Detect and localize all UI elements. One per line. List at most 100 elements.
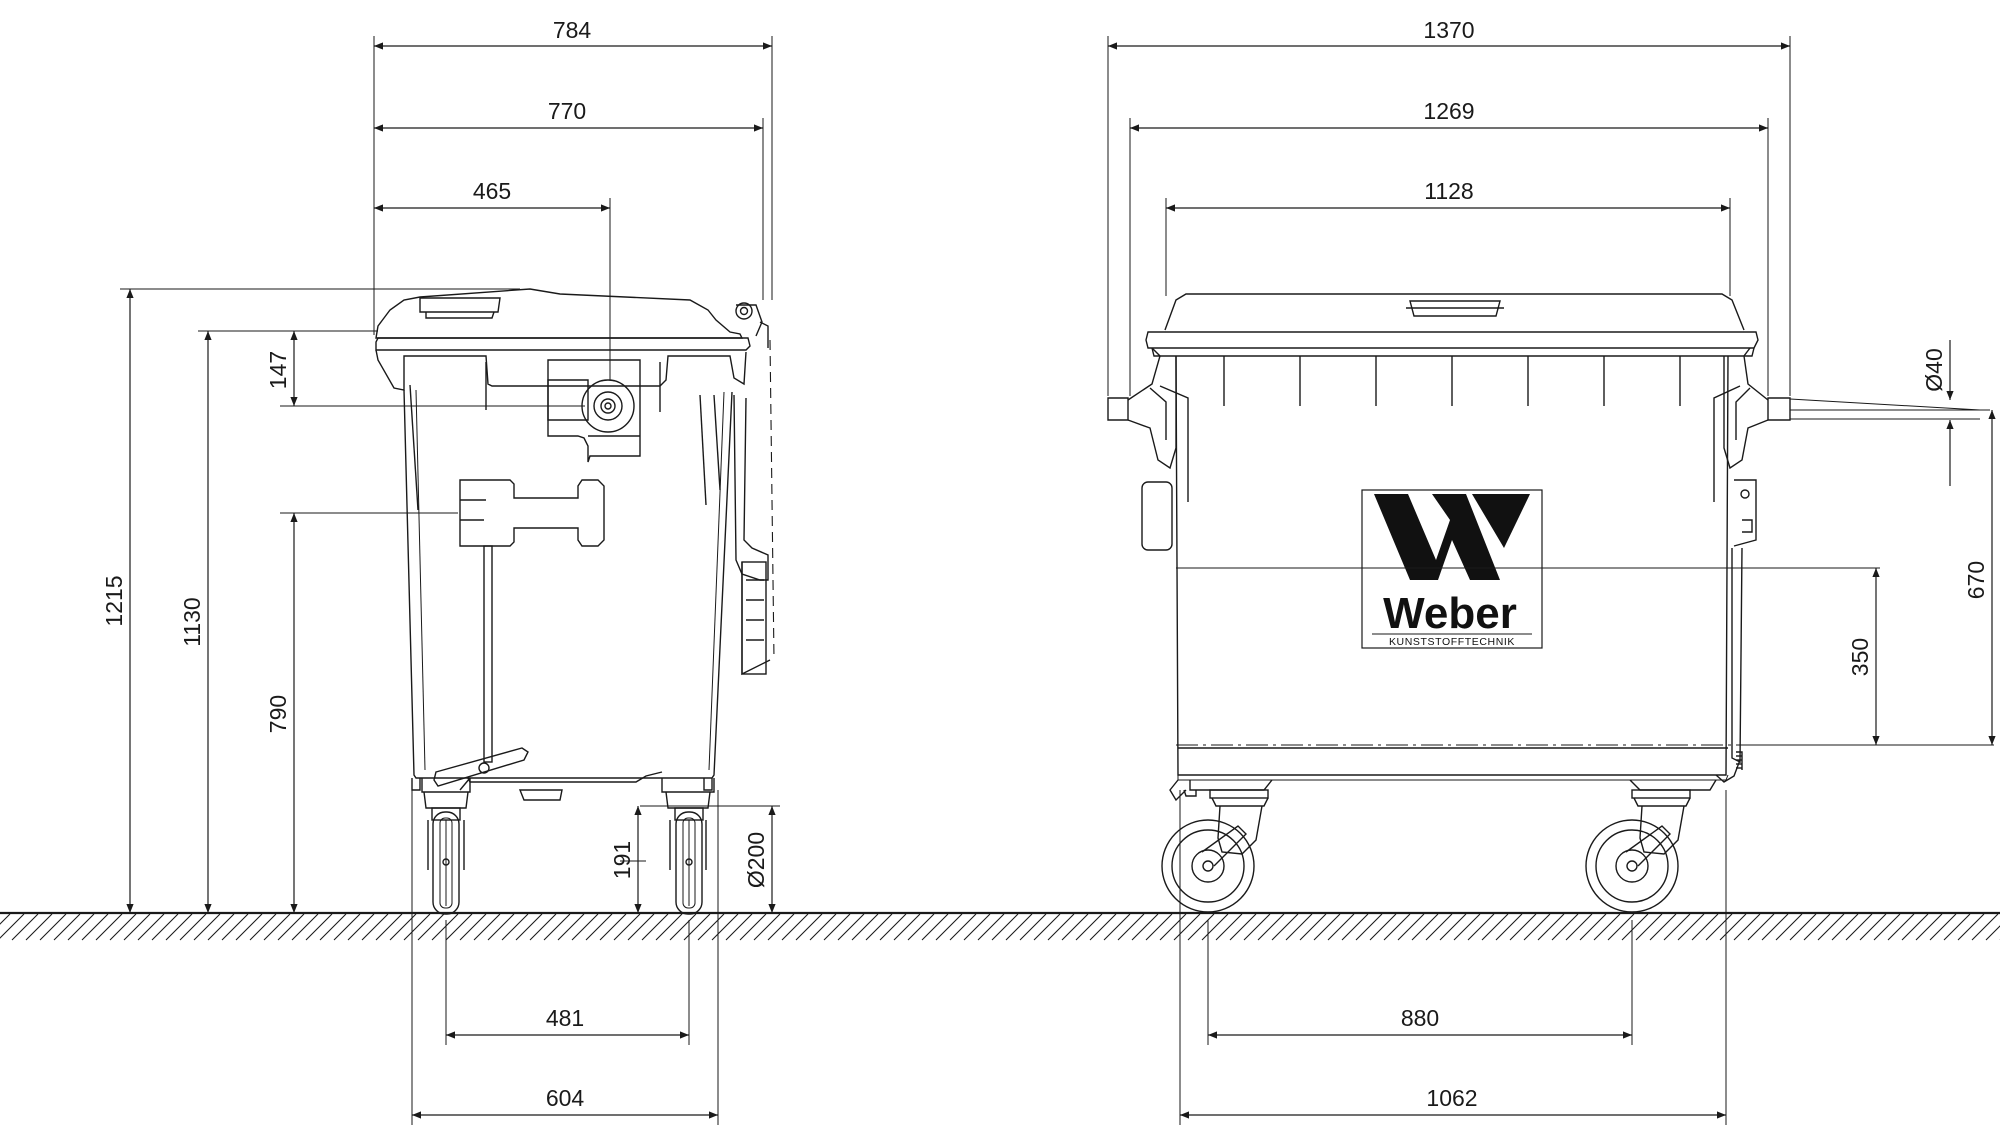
side-lid — [1164, 293, 1745, 331]
hatch-stroke — [893, 913, 921, 941]
hatch-stroke — [1201, 913, 1229, 941]
hatch-stroke — [823, 913, 851, 941]
hatch-stroke — [1411, 913, 1439, 941]
hatch-stroke — [473, 913, 501, 941]
dim-481: 481 — [546, 1005, 584, 1031]
hatch-stroke — [529, 913, 557, 941]
side-grip-right — [1733, 479, 1757, 547]
hatch-stroke — [361, 913, 389, 941]
hatch-stroke — [1131, 913, 1159, 941]
hatch-stroke — [711, 913, 739, 941]
front-handle — [459, 479, 605, 763]
hatch-stroke — [165, 913, 193, 941]
hatch-stroke — [1971, 913, 1999, 941]
dim-d40: Ø40 — [1921, 348, 1947, 391]
hatch-stroke — [1467, 913, 1495, 941]
hatch-stroke — [1887, 913, 1915, 941]
hatch-stroke — [977, 913, 1005, 941]
dim-d200: Ø200 — [743, 832, 769, 888]
hatch-stroke — [655, 913, 683, 941]
hatch-stroke — [571, 913, 599, 941]
dim-147: 147 — [265, 351, 291, 389]
hatch-stroke — [1061, 913, 1089, 941]
hatch-stroke — [1103, 913, 1131, 941]
hatch-stroke — [1229, 913, 1257, 941]
hatch-stroke — [613, 913, 641, 941]
hatch-stroke — [949, 913, 977, 941]
hatch-stroke — [277, 913, 305, 941]
hatch-stroke — [1075, 913, 1103, 941]
hatch-stroke — [1929, 913, 1957, 941]
side-caster-right — [1585, 789, 1691, 913]
logo-brand: Weber — [1383, 589, 1517, 638]
logo-mark — [1374, 494, 1500, 580]
side-caster-left — [1161, 789, 1269, 913]
hatch-stroke — [725, 913, 753, 941]
front-extension-lines — [120, 36, 780, 1125]
dim-1370: 1370 — [1423, 17, 1474, 43]
hatch-stroke — [1565, 913, 1593, 941]
hatch-stroke — [0, 913, 25, 939]
dim-880: 880 — [1401, 1005, 1439, 1031]
hatch-stroke — [1775, 913, 1803, 941]
side-extension-lines — [1107, 36, 1994, 1125]
hatch-stroke — [1705, 913, 1733, 941]
hatch-stroke — [1215, 913, 1243, 941]
hatch-stroke — [1691, 913, 1719, 941]
hatch-stroke — [1817, 913, 1845, 941]
hatch-stroke — [249, 913, 277, 941]
hatch-stroke — [1761, 913, 1789, 941]
front-dimension-labels: 784 770 465 1215 1130 147 790 191 Ø200 4… — [101, 17, 769, 1111]
side-rim — [1145, 331, 1759, 349]
hatch-stroke — [347, 913, 375, 941]
hatch-stroke — [921, 913, 949, 941]
side-dimension-labels: 1370 1269 1128 Ø40 670 350 880 1062 — [1401, 17, 1989, 1111]
hatch-stroke — [1047, 913, 1075, 941]
hatch-stroke — [669, 913, 697, 941]
dim-465: 465 — [473, 178, 511, 204]
side-base — [1189, 779, 1717, 791]
hatch-stroke — [1845, 913, 1873, 941]
hatch-stroke — [795, 913, 823, 941]
hatch-stroke — [1607, 913, 1635, 941]
hatch-stroke — [1873, 913, 1901, 941]
hatch-stroke — [865, 913, 893, 941]
hatch-stroke — [1719, 913, 1747, 941]
hatch-stroke — [1285, 913, 1313, 941]
side-dimension-lines — [1108, 42, 1996, 1119]
hatch-stroke — [1313, 913, 1341, 941]
hatch-stroke — [445, 913, 473, 941]
hatch-stroke — [837, 913, 865, 941]
hatch-stroke — [1397, 913, 1425, 941]
hatch-stroke — [193, 913, 221, 941]
hatch-stroke — [1677, 913, 1705, 941]
hatch-stroke — [95, 913, 123, 941]
hatch-stroke — [1943, 913, 1971, 941]
rim-ribs — [1223, 356, 1681, 406]
hatch-stroke — [1733, 913, 1761, 941]
front-rim — [375, 337, 751, 351]
hatch-stroke — [1789, 913, 1817, 941]
hatch-stroke — [221, 913, 249, 941]
trunnion-left — [1107, 347, 1189, 502]
hatch-stroke — [627, 913, 655, 941]
dim-770: 770 — [548, 98, 586, 124]
hatch-stroke — [1901, 913, 1929, 941]
hatch-stroke — [1089, 913, 1117, 941]
hatch-stroke — [123, 913, 151, 941]
hatch-stroke — [431, 913, 459, 941]
hatch-stroke — [67, 913, 95, 941]
hatch-stroke — [1355, 913, 1383, 941]
hatch-stroke — [907, 913, 935, 941]
hatch-stroke — [1803, 913, 1831, 941]
hatch-stroke — [1957, 913, 1985, 941]
hatch-stroke — [1551, 913, 1579, 941]
hatch-stroke — [1383, 913, 1411, 941]
hatch-stroke — [1173, 913, 1201, 941]
hatch-stroke — [375, 913, 403, 941]
hatch-stroke — [1019, 913, 1047, 941]
hatch-stroke — [1747, 913, 1775, 941]
hatch-stroke — [851, 913, 879, 941]
hatch-stroke — [179, 913, 207, 941]
